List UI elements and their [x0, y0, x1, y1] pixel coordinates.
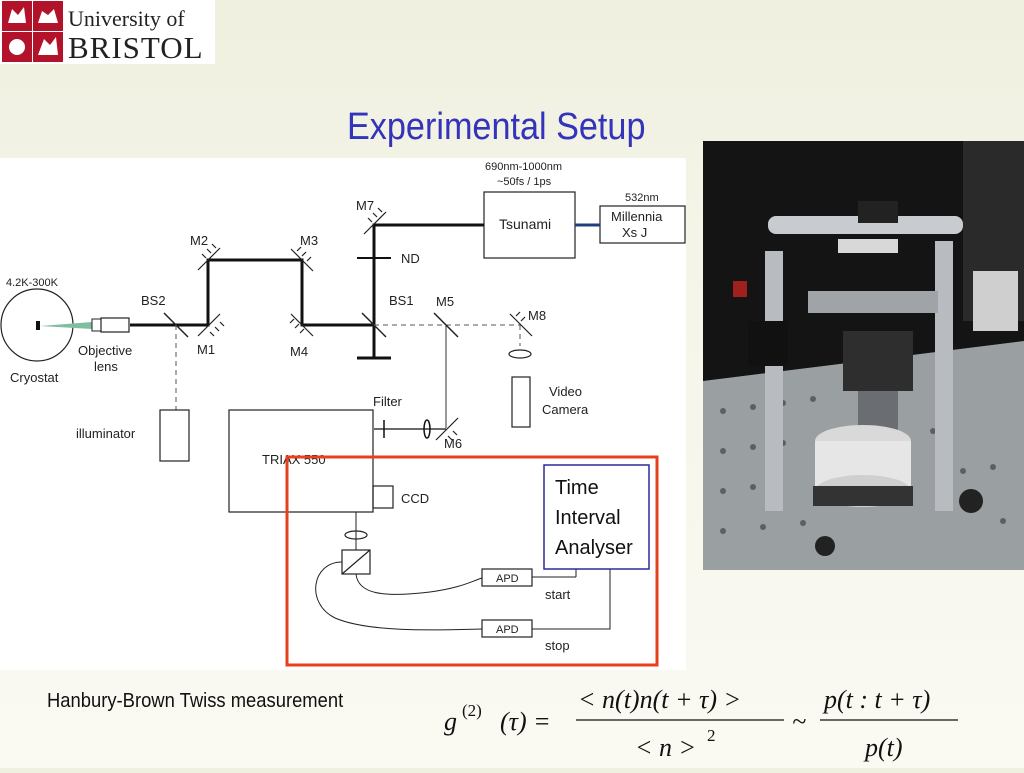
laser-spec-label: 690nm-1000nm [485, 161, 562, 173]
setup-diagram: Tsunami Millennia Xs J 690nm-1000nm ~50f… [0, 158, 686, 670]
pulse-spec-label: ~50fs / 1ps [497, 176, 552, 188]
nd-label: ND [401, 251, 420, 266]
millennia-label-2: Xs J [622, 225, 647, 240]
stop-label: stop [545, 638, 570, 653]
video-camera-label-1: Video [549, 384, 582, 399]
ccd-label: CCD [401, 491, 429, 506]
objective-mount [91, 318, 102, 332]
logo-bristol-text: BRISTOL [68, 30, 204, 65]
video-camera-box [511, 376, 531, 428]
m2-label: M2 [190, 233, 208, 248]
triax-label: TRIAX 550 [262, 452, 326, 467]
excitation-beam [40, 322, 92, 329]
pump-wavelength-label: 532nm [625, 192, 659, 204]
objective-label-1: Objective [78, 343, 132, 358]
tia-label-1: Time [555, 477, 599, 499]
sample-marker [36, 321, 40, 330]
video-camera-label-2: Camera [542, 402, 589, 417]
formula-exponent: 2 [707, 726, 716, 745]
hbt-highlight-frame [285, 455, 659, 667]
university-logo: University of BRISTOL [0, 0, 215, 65]
mirror-m7 [363, 207, 387, 235]
slide-title: Experimental Setup [347, 106, 646, 148]
m6-label: M6 [444, 436, 462, 451]
ccd-box [372, 485, 394, 509]
hbt-lens [344, 530, 368, 540]
mirror-m2 [197, 243, 221, 271]
tsunami-label: Tsunami [499, 216, 551, 232]
cryostat-label: Cryostat [10, 370, 59, 385]
crest-icon [2, 1, 63, 62]
hbt-cube-diagonal [341, 549, 371, 575]
illuminator-box [159, 409, 190, 462]
stop-wire [532, 569, 611, 630]
hbt-caption: Hanbury-Brown Twiss measurement [47, 690, 344, 712]
focusing-lens [423, 419, 431, 439]
mirror-m4 [289, 313, 314, 337]
mirror-m3 [290, 246, 314, 272]
breadboard-holes [720, 396, 1006, 534]
m5-label: M5 [436, 294, 454, 309]
g2-formula: g (2) (τ) = < n(t)n(t + τ) > < n > 2 ~ p… [440, 674, 970, 773]
m4-label: M4 [290, 344, 308, 359]
beam-tsunami-bs1 [372, 223, 484, 358]
objective-label-2: lens [94, 359, 118, 374]
camera-lens [508, 349, 532, 359]
mirror-m6 [435, 417, 459, 441]
mirror-m5 [433, 312, 459, 338]
formula-order: (2) [462, 701, 482, 720]
logo-university-text: University of [68, 6, 185, 31]
tia-label-3: Analyser [555, 537, 633, 559]
formula-tilde: ~ [792, 707, 806, 736]
formula-denominator-2: p(t) [863, 733, 903, 762]
illuminator-label: illuminator [76, 426, 136, 441]
formula-denominator: < n > [635, 733, 696, 762]
optical-schematic: Tsunami Millennia Xs J 690nm-1000nm ~50f… [0, 161, 686, 667]
millennia-label-1: Millennia [611, 209, 663, 224]
apparatus-illustration [703, 141, 1024, 570]
m3-label: M3 [300, 233, 318, 248]
m1-label: M1 [197, 342, 215, 357]
m8-label: M8 [528, 308, 546, 323]
apd-stop-label: APD [496, 624, 519, 636]
fiber-to-apd-stop [315, 561, 483, 631]
formula-numerator: < n(t)n(t + τ) > [578, 685, 741, 714]
formula-numerator-2: p(t : t + τ) [822, 685, 930, 714]
beam-main-path [130, 258, 374, 327]
formula-svg: g (2) (τ) = < n(t)n(t + τ) > < n > 2 ~ p… [444, 685, 958, 762]
filter-label: Filter [373, 394, 403, 409]
start-label: start [545, 587, 571, 602]
formula-g: g [444, 707, 457, 736]
bs1-label: BS1 [389, 293, 414, 308]
formula-argument: (τ) = [500, 707, 551, 736]
triax-spectrometer-box [228, 409, 374, 513]
tia-label-2: Interval [555, 507, 621, 529]
objective-lens-body [100, 317, 130, 333]
time-interval-analyser-box [543, 464, 650, 570]
apd-start-label: APD [496, 573, 519, 585]
m7-label: M7 [356, 198, 374, 213]
mirror-m1 [197, 313, 225, 337]
bs2-label: BS2 [141, 293, 166, 308]
temperature-label: 4.2K-300K [6, 277, 59, 289]
mirror-m8 [509, 311, 533, 337]
fiber-to-apd-start [355, 573, 483, 595]
lab-apparatus-photo [703, 141, 1024, 570]
